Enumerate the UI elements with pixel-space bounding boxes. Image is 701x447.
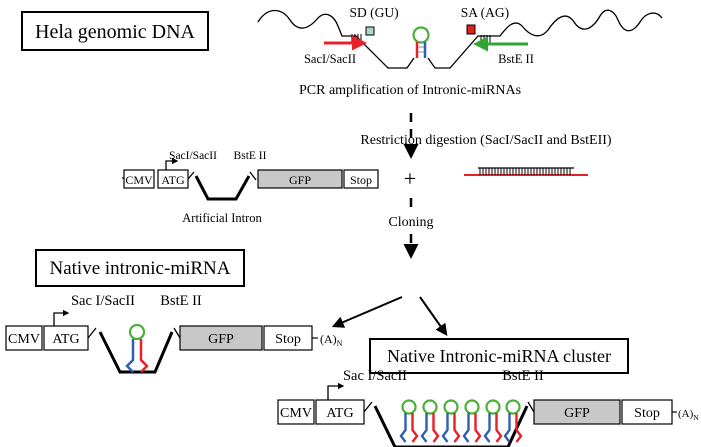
vector-atg-label: ATG [161,173,185,187]
construct-native: CMV ATG GFP Stop (A)N Sac I/SacII BstE I… [5,293,343,374]
c2-cmv-label: CMV [280,406,312,421]
arrow-to-native-icon [331,296,403,328]
arrow-to-cluster-icon [419,296,448,336]
plus-sign: + [404,166,416,191]
cluster-hairpin-stem [453,413,461,443]
cloning-label: Cloning [388,215,433,230]
sa-label: SA (AG) [461,5,509,20]
c2-stop-box [621,399,673,425]
vector-promoter-arrow-icon [165,157,179,170]
cluster-hairpin-stem [432,413,440,443]
vector-bst-label: BstE II [234,150,267,162]
cluster-hairpin-stem [420,413,428,443]
cluster-hairpin-stem [441,413,449,443]
c1-stop-box [263,325,313,351]
c1-gfp-box [179,325,263,351]
cluster-hairpin-stem [399,413,407,443]
c1-stop-label: Stop [275,332,301,347]
primer-right [473,35,528,52]
hairpin-loop-icon [412,26,430,44]
cluster-hairpin-loop-icon [422,399,438,415]
top-sac-label: SacI/SacII [304,52,356,66]
cluster-hairpin-stem [474,413,482,443]
digested-insert [464,167,588,176]
vector-stop-box [343,169,379,189]
c2-atg-label: ATG [326,406,353,421]
cluster-hairpins [399,399,523,443]
c1-sac-label: Sac I/SacII [71,293,135,309]
c1-bst-label: BstE II [160,293,202,309]
cluster-hairpin-stem [503,413,511,443]
c1-gfp-label: GFP [208,332,234,347]
c2-cmv-box [277,399,315,425]
c1-cmv-label: CMV [8,332,40,347]
top-hairpin [412,26,430,58]
c1-cmv-box [5,325,43,351]
sa-site-box [466,24,476,35]
genomic-dna [257,9,663,69]
restriction-label: Restriction digestion (SacI/SacII and Bs… [360,133,611,148]
native-title: Native intronic-miRNA [50,258,231,279]
sd-site-box [365,26,375,36]
cluster-hairpin-stem [495,413,503,443]
cluster-hairpin-loop-icon [401,399,417,415]
cluster-hairpin-stem [462,413,470,443]
vector-stop-label: Stop [350,173,372,187]
c2-atg-box [315,399,365,425]
artificial-intron-label: Artificial Intron [182,211,262,225]
vector-construct: CMV ATG GFP Stop SacI/SacII BstE II Arti… [122,150,379,225]
cluster-hairpin-stem [483,413,491,443]
c2-stop-label: Stop [634,406,660,421]
hela-title-box: Hela genomic DNA [21,11,209,51]
cluster-title-box: Native Intronic-miRNA cluster [369,338,629,374]
c1-atg-label: ATG [52,332,79,347]
cluster-hairpin-loop-icon [505,399,521,415]
vector-sac-label: SacI/SacII [169,150,217,162]
primer-left [324,34,367,51]
c1-atg-box [43,325,89,351]
cluster-hairpin-loop-icon [485,399,501,415]
cluster-hairpin-loop-icon [443,399,459,415]
top-bst-label: BstE II [498,52,534,66]
pcr-label: PCR amplification of Intronic-miRNAs [299,83,521,98]
c2-bst-label: BstE II [502,368,544,384]
hela-title: Hela genomic DNA [35,21,196,43]
vector-gfp-box [257,169,343,189]
c2-promoter-arrow-icon [327,382,345,400]
c2-polya-label: (A)N [678,408,699,422]
cluster-hairpin-loop-icon [464,399,480,415]
c1-polya-label: (A)N [320,332,343,348]
cluster-title: Native Intronic-miRNA cluster [387,346,611,366]
vector-gfp-label: GFP [289,173,311,187]
native-title-box: Native intronic-miRNA [35,249,245,287]
construct-cluster: CMV ATG GFP Stop (A)N Sac I/SacII BstE I… [277,368,699,447]
c1-hairpin-loop-icon [128,323,146,341]
vector-cmv-label: CMV [125,173,153,187]
c2-gfp-label: GFP [564,406,590,421]
cluster-hairpin-stem [411,413,419,443]
vector-cmv-box [123,169,155,189]
c1-promoter-arrow-icon [53,309,70,326]
c2-gfp-box [533,399,621,425]
sd-label: SD (GU) [349,5,398,20]
c2-sac-label: Sac I/SacII [343,368,407,384]
cluster-hairpin-stem [515,413,523,443]
